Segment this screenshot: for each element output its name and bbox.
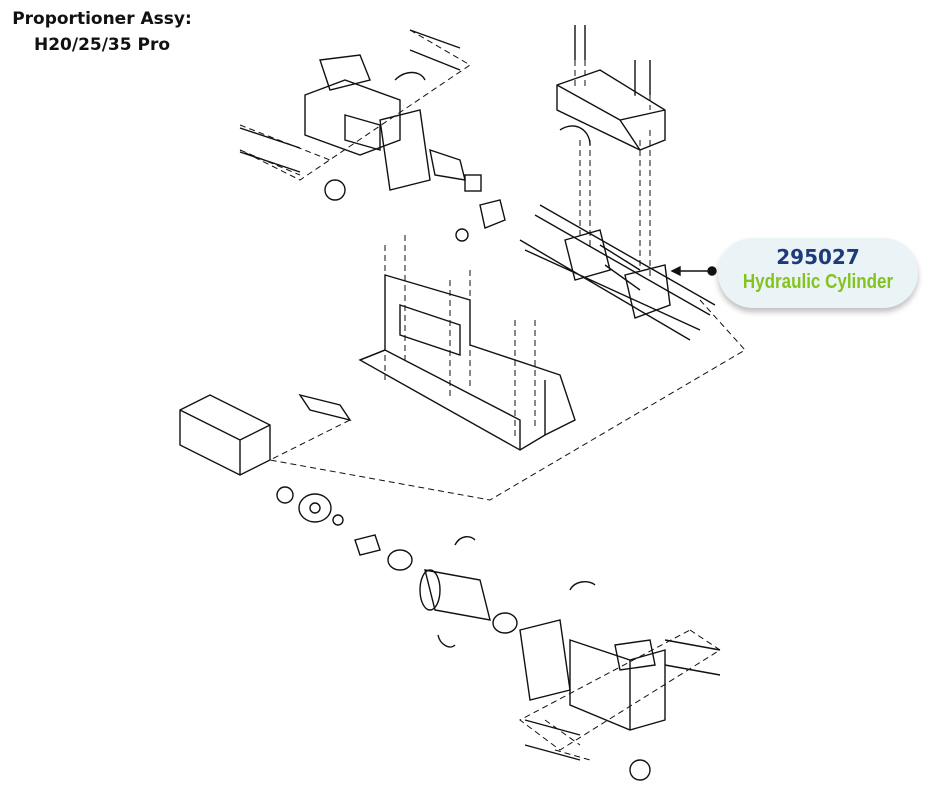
part-name: Hydraulic Cylinder <box>742 271 894 293</box>
diagram-title: Proportioner Assy: H20/25/35 Pro <box>8 6 196 58</box>
title-line-1: Proportioner Assy: <box>12 9 192 29</box>
part-callout-hydraulic-cylinder: 295027 Hydraulic Cylinder <box>718 238 918 308</box>
top-pump-assembly <box>239 29 506 242</box>
mounting-bracket <box>358 274 576 451</box>
manifold-block <box>556 25 666 151</box>
seal-kit <box>276 486 518 648</box>
part-number: 295027 <box>776 245 860 269</box>
callout-leader-arrow <box>670 265 717 277</box>
cover-box <box>179 393 352 476</box>
bottom-pump-assembly <box>519 581 721 781</box>
title-line-2: H20/25/35 Pro <box>33 35 171 55</box>
hydraulic-cylinder <box>519 204 716 341</box>
